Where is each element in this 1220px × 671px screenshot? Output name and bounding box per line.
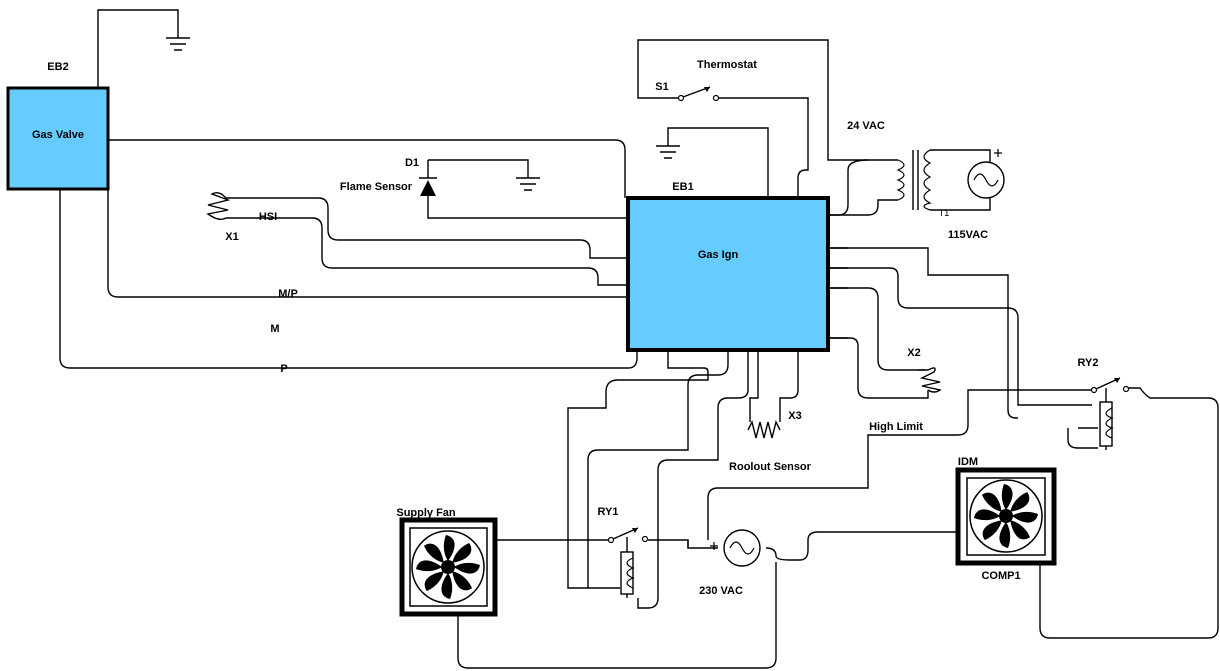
gas-valve-ign-wire (108, 139, 626, 198)
p-label: P (280, 363, 287, 375)
gas-valve-box (6, 86, 110, 191)
vac115-label: 115VAC (948, 229, 988, 241)
roolout-sensor-label: Roolout Sensor (729, 461, 812, 473)
x2-heater-icon (918, 367, 942, 393)
ry2-comp1-wire (1039, 387, 1219, 639)
eb2-label: EB2 (47, 61, 68, 73)
ground-icon (516, 177, 540, 191)
ry2-coil-lower (1067, 428, 1098, 449)
gas-valve-label: Gas Valve (32, 129, 84, 141)
ry2-label: RY2 (1078, 357, 1099, 369)
ground-icon (656, 145, 680, 159)
supply-fan-icon (399, 517, 498, 617)
ry2-highlimit-wire (707, 389, 1092, 540)
mp-label: M/P (278, 288, 298, 300)
ign-ry2-wire-2 (828, 267, 1092, 406)
supply-fan-label: Supply Fan (396, 507, 456, 519)
ign-ry1-wire-1 (567, 350, 709, 589)
vac115-wire-bottom (930, 197, 991, 211)
ry1-relay-icon (607, 527, 649, 598)
vac230-idm-wire (765, 531, 958, 561)
thermostat-switch-icon (677, 86, 720, 102)
idm-fan-icon (955, 467, 1057, 566)
x3-label: X3 (788, 410, 801, 422)
vac115-wire-top (930, 149, 991, 163)
s1-label: S1 (655, 81, 668, 93)
ign-ry2-wire-join (1007, 390, 1018, 419)
vac24-wire-a (828, 159, 869, 216)
d1-label: D1 (405, 157, 419, 169)
vac230-label: 230 VAC (699, 585, 743, 597)
ign-ry1-wire-2 (587, 350, 729, 588)
ry1-label: RY1 (598, 506, 619, 518)
high-limit-label: High Limit (869, 421, 923, 433)
eb2-ground-wire (97, 9, 179, 88)
x3-roolout-sensor-icon (747, 419, 781, 439)
supply-fan-return-wire (457, 562, 777, 669)
flame-sensor-diode-icon (419, 177, 437, 196)
thermostat-wire-a (718, 97, 809, 198)
hsi-label: HSI (259, 211, 277, 223)
eb1-ground-wire (667, 127, 769, 198)
flame-sensor-label: Flame Sensor (340, 181, 413, 193)
diode-bottom-lead (427, 196, 628, 219)
comp1-label: COMP1 (981, 570, 1020, 582)
eb1-label: EB1 (672, 181, 693, 193)
x3-wire-1 (749, 350, 759, 422)
x3-wire-2 (779, 350, 799, 422)
vac24-wire-b (828, 199, 898, 216)
gas-ign-pins (828, 247, 848, 339)
m-label: M (270, 323, 279, 335)
x1-label: X1 (225, 231, 238, 243)
ac-source-230-icon (710, 529, 761, 567)
ign-x2-wire-1 (828, 287, 918, 371)
hsi-wire-2 (233, 217, 628, 286)
thermostat-label: Thermostat (697, 59, 757, 71)
ign-x2-wire-2 (828, 337, 929, 399)
thermostat-wire-b (637, 39, 868, 161)
ground-icon (166, 37, 190, 51)
ign-ry2-wire-1 (828, 247, 1009, 390)
hsi-igniter-icon (206, 191, 233, 221)
vac24-label: 24 VAC (847, 120, 885, 132)
ign-ry1-wire-3 (637, 350, 749, 609)
x2-label: X2 (907, 347, 920, 359)
gas-ign-box (626, 196, 830, 352)
hsi-wire-1 (233, 197, 628, 259)
idm-label: IDM (958, 456, 978, 468)
mp-wire (107, 190, 628, 298)
p-wire (59, 190, 638, 369)
gas-ign-label: Gas Ign (698, 249, 739, 261)
t1-label: T1 (939, 208, 950, 218)
ry2-relay-icon (1090, 377, 1130, 450)
flame-sensor-top-wire (428, 159, 529, 178)
ac-source-115-icon (967, 149, 1005, 199)
transformer-icon (896, 149, 932, 211)
